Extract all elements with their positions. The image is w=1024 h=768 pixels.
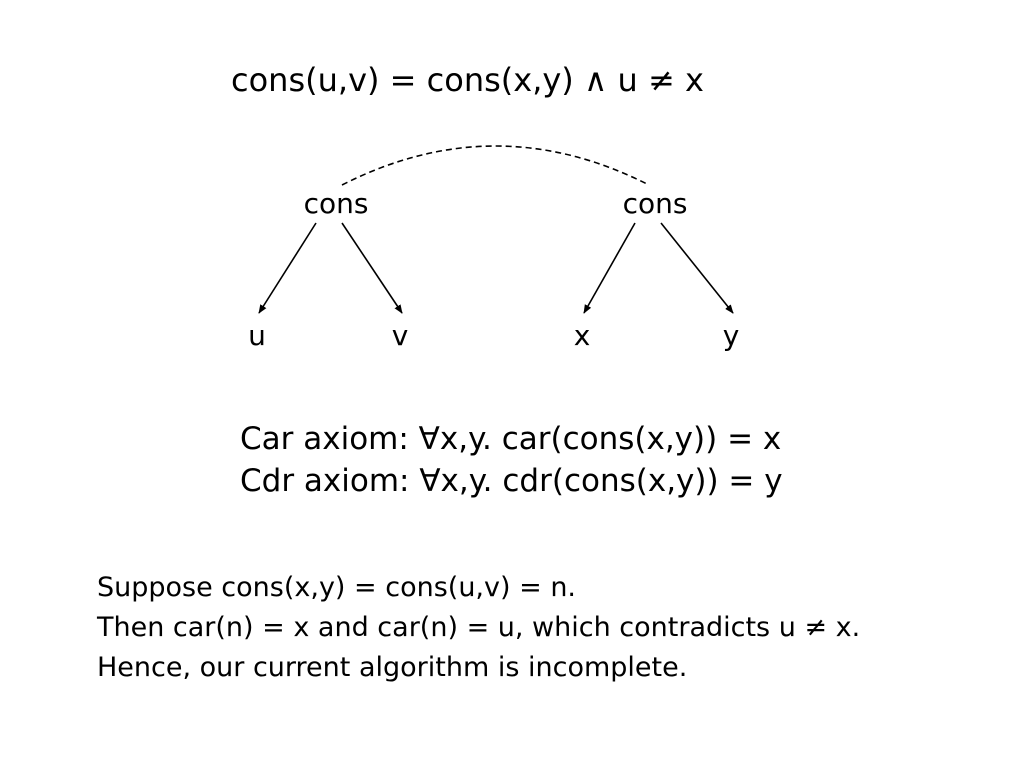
tree-node-cons-left: cons [304,187,369,220]
equality-dashed-edge [341,145,650,186]
car-axiom: Car axiom: ∀x,y. car(cons(x,y)) = x [240,421,782,457]
tree-node-cons-right: cons [623,187,688,220]
cdr-axiom: Cdr axiom: ∀x,y. cdr(cons(x,y)) = y [240,463,783,499]
equality-heading: cons(u,v) = cons(x,y) ∧ u ≠ x [231,61,704,99]
tree-node-v: v [392,319,409,352]
axioms-block: Car axiom: ∀x,y. car(cons(x,y)) = x Cdr … [240,424,783,508]
conclusion-block: Suppose cons(x,y) = cons(u,v) = n. Then … [97,574,860,694]
conclusion-line-3: Hence, our current algorithm is incomple… [97,652,688,683]
conclusion-line-2: Then car(n) = x and car(n) = u, which co… [97,612,861,643]
tree-node-x: x [574,319,591,352]
edge-cons-left-to-v [341,222,403,314]
edge-cons-left-to-u [258,222,317,314]
tree-node-u: u [248,319,266,352]
edge-cons-right-to-y [660,222,734,314]
tree-node-y: y [723,319,740,352]
conclusion-line-1: Suppose cons(x,y) = cons(u,v) = n. [97,572,577,603]
edge-cons-right-to-x [583,222,636,314]
